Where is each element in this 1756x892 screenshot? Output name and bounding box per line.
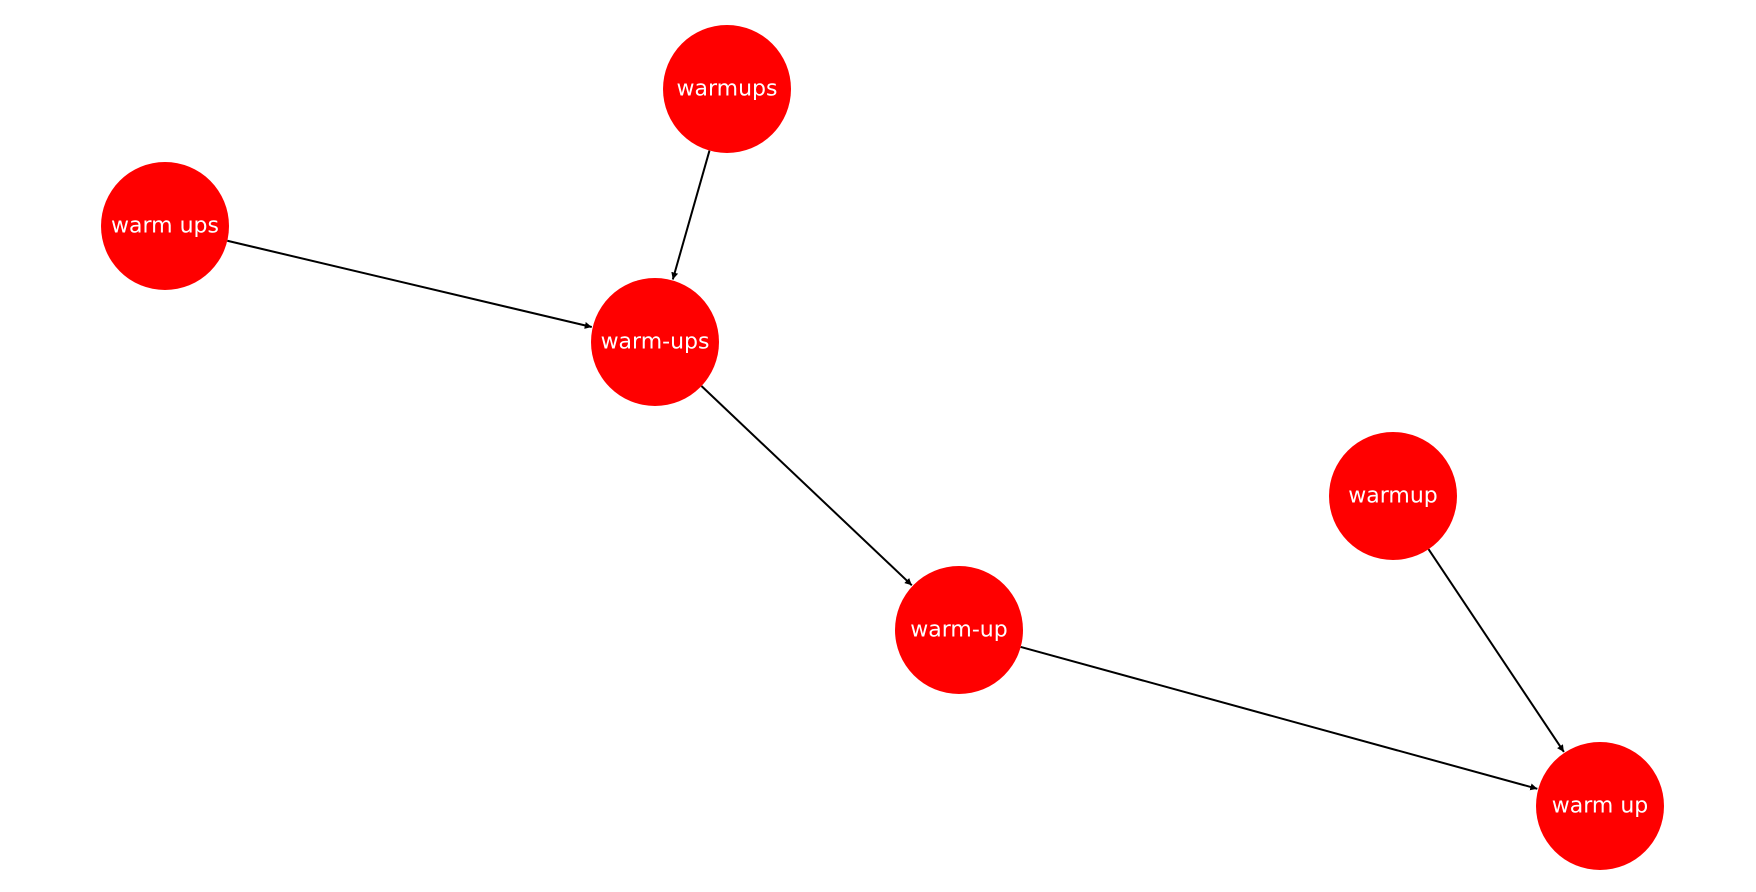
node-label: warm ups [111,214,219,239]
node-circle [591,278,719,406]
node-warm-up: warm up [1536,742,1664,870]
node-label: warm up [1552,794,1648,819]
node-warmup: warmup [1329,432,1457,560]
node-circle [1329,432,1457,560]
edge-warm-up-to-warm-up [1020,645,1538,791]
node-warm-ups: warm-ups [591,278,719,406]
node-label: warmups [677,77,778,102]
node-warm-ups: warm ups [101,162,229,290]
edge-warmups-to-warm-ups [671,150,711,280]
node-warm-up: warm-up [895,566,1023,694]
node-label: warmup [1348,484,1437,509]
edge-warmup-to-warm-up [1427,548,1565,753]
nodes-layer: warmups warm ups warm-ups warmup warm-up warm… [101,25,1664,870]
edge-warm-ups-to-warm-ups [227,239,592,329]
node-circle [101,162,229,290]
node-label: warm-ups [601,330,710,355]
node-circle [895,566,1023,694]
node-circle [663,25,791,153]
edge-warm-ups-to-warm-up [700,385,913,587]
node-warmups: warmups [663,25,791,153]
node-label: warm-up [910,618,1007,643]
edges-layer [227,150,1565,791]
node-circle [1536,742,1664,870]
